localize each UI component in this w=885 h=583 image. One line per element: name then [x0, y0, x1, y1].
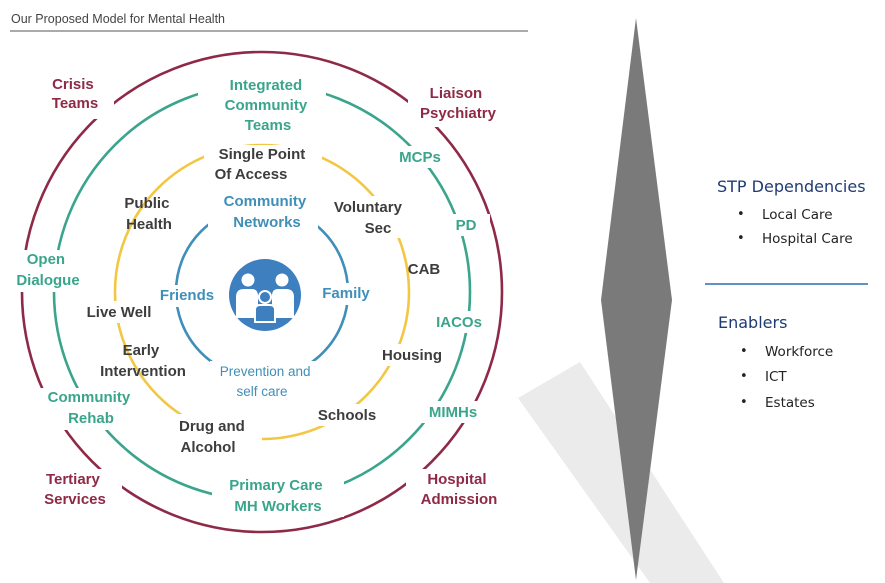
enablers-heading: Enablers — [718, 313, 787, 332]
watermark — [518, 362, 724, 583]
single-point-of-access-label: Single Point Of Access — [215, 146, 310, 183]
divider-diamond — [601, 18, 672, 580]
voluntary-sector-label: Voluntary Sec — [334, 199, 406, 237]
page-title: Our Proposed Model for Mental Health — [11, 12, 225, 26]
enabler-item-workforce: Workforce — [765, 344, 833, 360]
public-health-label: Public Health — [124, 195, 173, 233]
tertiary-services-label: Tertiary Services — [44, 471, 106, 508]
hospital-admission-label: Hospital Admission — [421, 471, 498, 508]
crisis-teams-label: Crisis Teams — [52, 76, 98, 112]
housing-label: Housing — [382, 347, 442, 364]
stp-item-hospital-care: Hospital Care — [762, 231, 853, 247]
friends-label: Friends — [160, 287, 214, 304]
pd-label: PD — [456, 217, 477, 234]
enabler-item-estates: Estates — [765, 395, 815, 411]
liaison-psychiatry-label: Liaison Psychiatry — [420, 85, 497, 122]
family-label: Family — [322, 285, 370, 302]
enabler-item-ict: ICT — [765, 369, 787, 385]
community-rehab-label: Community Rehab — [48, 389, 135, 427]
stp-dependencies-heading: STP Dependencies — [717, 177, 866, 196]
mimhs-label: MIMHs — [429, 404, 477, 421]
family-icon — [229, 259, 301, 331]
bullet-icon: • — [740, 369, 748, 384]
schools-label: Schools — [318, 407, 376, 424]
prevention-self-care-label: Prevention and self care — [220, 364, 315, 399]
early-intervention-label: Early Intervention — [100, 342, 186, 380]
bullet-icon: • — [737, 231, 745, 246]
iacos-label: IACOs — [436, 314, 482, 331]
bullet-icon: • — [740, 344, 748, 359]
open-dialogue-label: Open Dialogue — [16, 251, 79, 289]
live-well-label: Live Well — [87, 304, 152, 321]
mcps-label: MCPs — [399, 149, 441, 166]
cab-label: CAB — [408, 261, 441, 278]
stp-item-local-care: Local Care — [762, 207, 833, 223]
primary-care-label: Primary Care MH Workers — [229, 477, 327, 515]
drug-and-alcohol-label: Drug and Alcohol — [179, 418, 249, 456]
bullet-icon: • — [740, 395, 748, 410]
integrated-community-teams-label: Integrated Community Teams — [225, 77, 312, 134]
bullet-icon: • — [737, 207, 745, 222]
community-networks-label: Community Networks — [224, 193, 311, 231]
